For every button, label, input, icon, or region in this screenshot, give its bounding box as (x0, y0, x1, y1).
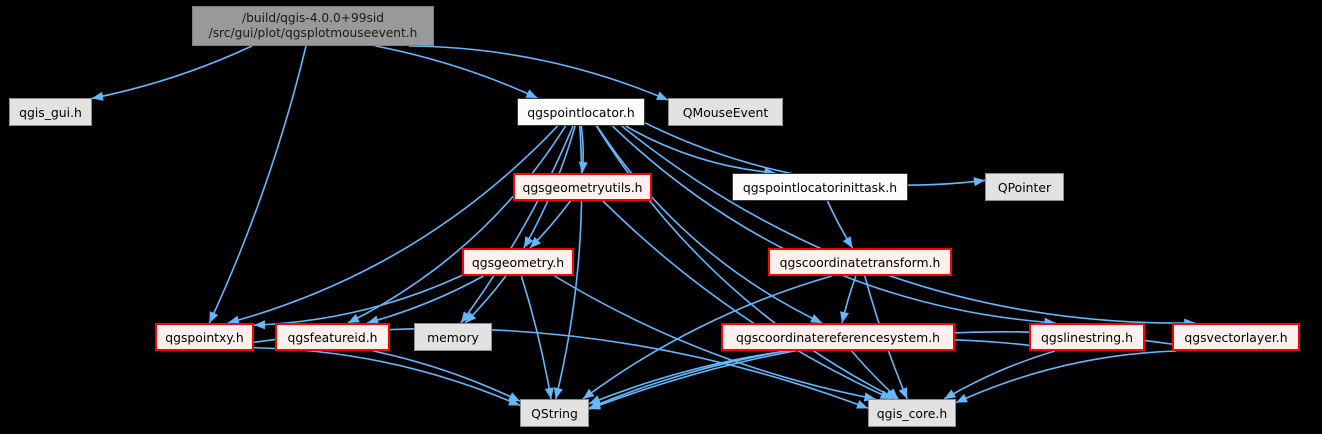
edge-locator-to-featureid (347, 125, 567, 324)
edge-ctransform-to-qstring (582, 275, 832, 400)
edge-locator-to-qstring (554, 125, 583, 400)
edge-locator-to-inittask (625, 125, 776, 174)
node-geometry[interactable]: qgsgeometry.h (462, 248, 574, 276)
node-qgis_gui[interactable]: qgis_gui.h (9, 98, 92, 126)
node-qmouse[interactable]: QMouseEvent (668, 98, 783, 126)
node-geomutils[interactable]: qgsgeometryutils.h (513, 173, 652, 201)
node-locator[interactable]: qgspointlocator.h (517, 98, 645, 126)
node-pointxy[interactable]: qgspointxy.h (155, 323, 254, 351)
edge-root-to-qmouse (408, 45, 669, 101)
edge-geomutils-to-qgis_core (602, 200, 892, 400)
edge-pointxy-to-qstring (253, 346, 521, 407)
node-qgis_core[interactable]: qgis_core.h (868, 399, 956, 427)
node-memory[interactable]: memory (414, 323, 492, 351)
edge-locator-to-qgis_core (595, 125, 897, 400)
edge-locator-to-pointxy (227, 125, 559, 324)
node-ctransform[interactable]: qgscoordinatetransform.h (768, 248, 952, 276)
node-qpointer[interactable]: QPointer (985, 173, 1064, 201)
edge-vectorlayer-to-qgis_core (955, 350, 1177, 404)
edge-geometry-to-qgis_core (554, 275, 876, 400)
edge-root-to-qgis_gui (91, 45, 253, 100)
edge-locator-to-vectorlayer (621, 125, 1196, 324)
node-qstring[interactable]: QString (520, 399, 589, 427)
edge-locator-to-crs (596, 125, 823, 324)
edge-featureid-to-qstring (373, 350, 521, 402)
edge-linestring-to-qgis_core (943, 350, 1055, 400)
edge-root-to-locator (375, 45, 538, 99)
node-vectorlayer[interactable]: qgsvectorlayer.h (1172, 323, 1300, 351)
node-crs[interactable]: qgscoordinatereferencesystem.h (721, 323, 955, 351)
edge-locator-to-memory (460, 125, 574, 324)
node-linestring[interactable]: qgslinestring.h (1029, 323, 1145, 351)
edge-geometry-to-featureid (366, 275, 484, 324)
edge-geometry-to-qstring (520, 275, 552, 400)
node-featureid[interactable]: qgsfeatureid.h (275, 323, 390, 351)
node-root[interactable]: /build/qgis-4.0.0+99sid /src/gui/plot/qg… (192, 6, 434, 46)
edge-root-to-pointxy (208, 45, 307, 324)
node-inittask[interactable]: qgspointlocatorinittask.h (732, 173, 908, 201)
